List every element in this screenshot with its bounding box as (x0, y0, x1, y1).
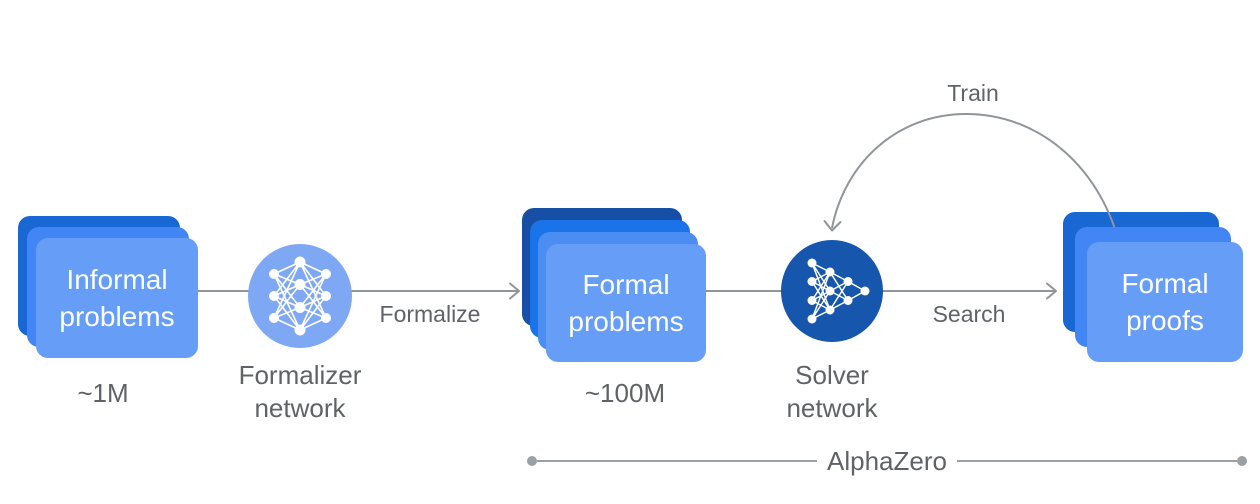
formalizer-node (248, 244, 352, 348)
alphazero-label: AlphaZero (827, 445, 947, 476)
formalizer-label: Formalizer network (200, 359, 400, 425)
stack-count-label: ~100M (584, 378, 666, 408)
train-arrowhead (823, 220, 842, 232)
card-title: Formal proofs (1087, 242, 1243, 362)
formalize-arrowhead (509, 282, 520, 300)
solver-label-line1: Solver (795, 360, 869, 390)
card-title-line1: Informal (66, 264, 168, 295)
card-title: Formal problems (546, 244, 706, 362)
formalizer-label-line2: network (254, 393, 346, 423)
stack-count-label: ~1M (77, 378, 129, 408)
alphazero-bracket: AlphaZero (527, 446, 1247, 476)
neural-network-icon (807, 258, 870, 324)
card-title-line2: proofs (1126, 305, 1204, 336)
bracket-line-right (956, 460, 1237, 462)
card-title-line2: problems (568, 306, 684, 337)
neural-network-icon (269, 256, 331, 336)
train-arrow-curve (831, 112, 1122, 251)
solver-node (781, 240, 883, 342)
bracket-line-left (537, 460, 818, 462)
train-label: Train (947, 80, 999, 106)
card-title: Informal problems (36, 238, 198, 358)
formalizer-label-line1: Formalizer (238, 360, 362, 390)
card-layer-front: Formal problems (546, 244, 706, 362)
card-layer-front: Formal proofs (1087, 242, 1243, 362)
card-title-line2: problems (59, 301, 175, 332)
solver-label: Solver network (732, 359, 932, 425)
bracket-dot-right (1237, 456, 1247, 466)
card-title-line1: Formal (582, 269, 670, 300)
card-layer-front: Informal problems (36, 238, 198, 358)
bracket-dot-left (527, 456, 537, 466)
search-label: Search (932, 301, 1006, 327)
formalize-label: Formalize (379, 301, 481, 327)
solver-label-line2: network (786, 393, 878, 423)
card-title-line1: Formal (1121, 268, 1209, 299)
search-arrowhead (1046, 282, 1057, 300)
